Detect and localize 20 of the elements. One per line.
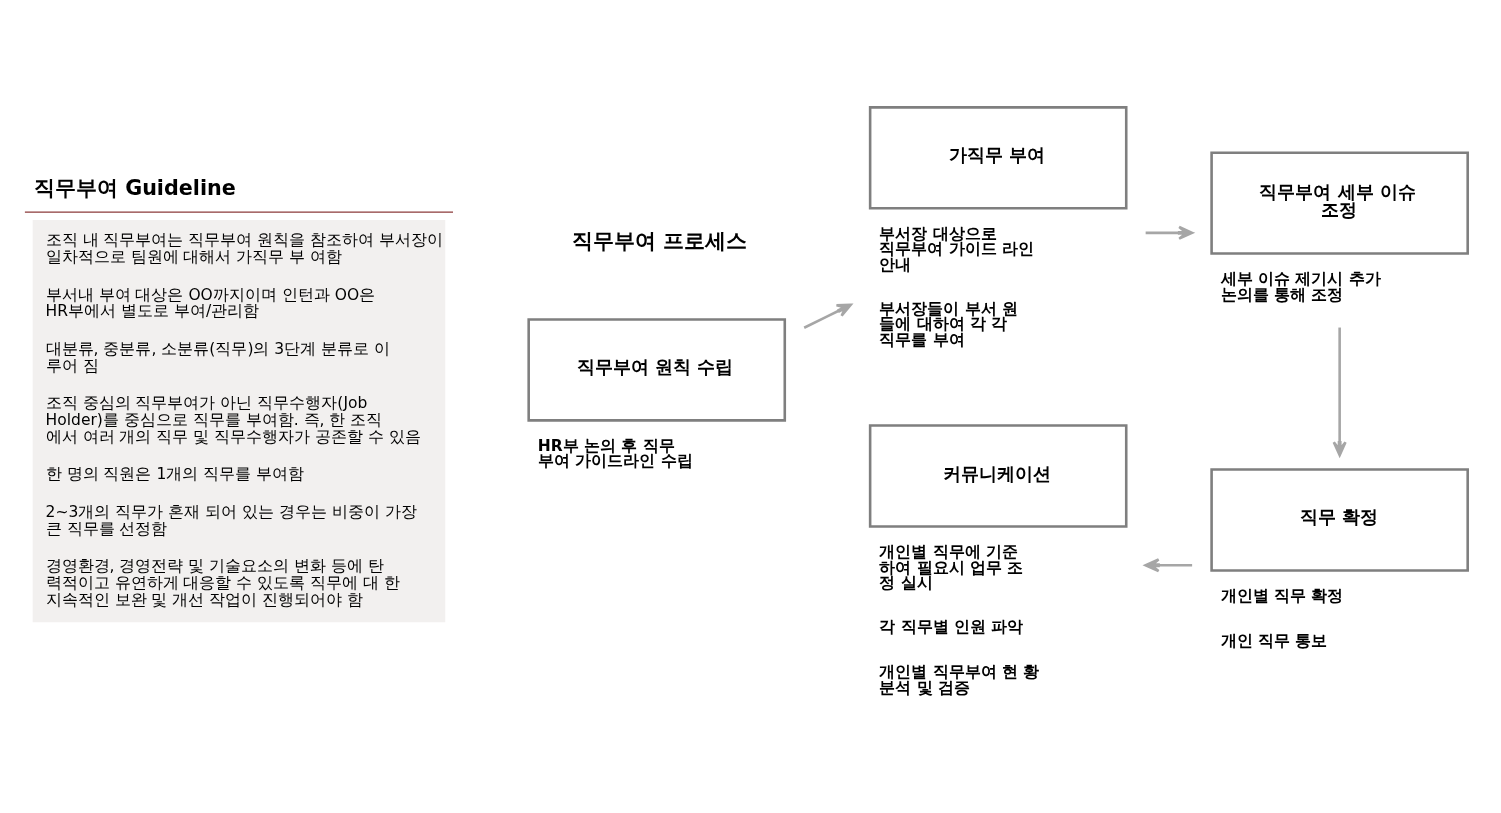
node-box: 커뮤니케이션	[868, 424, 1128, 528]
node-label: HR부 논의 후 직무 부여 가이드라인 수립	[537, 436, 693, 471]
node-box: 직무부여 세부 이슈 조정	[1210, 151, 1469, 255]
node-box: 직무 확정	[1210, 468, 1469, 572]
node-label: 부서장 대상으로 직무부여 가이드 라인 안내	[879, 224, 1035, 274]
arrow	[803, 303, 852, 329]
node-label: 각 직무별 인원 파악	[879, 618, 1024, 636]
arrow	[1144, 558, 1193, 573]
node-box: 가직무 부여	[868, 106, 1128, 210]
node-label: 개인별 직무에 기준 하여 필요시 업무 조 정 실시	[879, 542, 1024, 593]
node-label: 직무부여 Guideline	[33, 176, 236, 201]
node-label: 개인 직무 통보	[1220, 632, 1328, 651]
arrow	[1332, 327, 1347, 457]
node-label: 부서장들이 부서 원 들에 대하여 각 각 직무를 부여	[879, 299, 1019, 349]
node-label: 개인별 직무 확정	[1220, 586, 1344, 605]
arrow	[1145, 225, 1194, 240]
node-label: 세부 이슈 제기시 추가 논의를 통해 조정	[1220, 270, 1381, 304]
label: 직무부여 프로세스	[572, 229, 748, 254]
node-box: 직무부여 원칙 수립	[527, 318, 787, 422]
node-label: 개인별 직무부여 현 황 분석 및 검증	[879, 663, 1040, 697]
